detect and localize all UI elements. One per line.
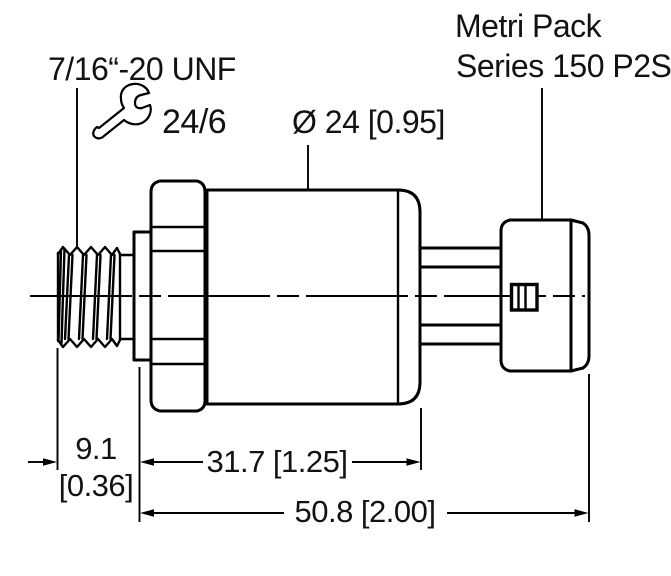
connector-lock-tab [509, 282, 539, 312]
dimension-body-length [140, 458, 421, 466]
diameter-label: Ø 24 [0.95] [292, 104, 445, 140]
stem [418, 246, 503, 346]
shank-edges [118, 253, 136, 341]
metri-pack-connector [499, 218, 591, 373]
connector-housing [499, 218, 573, 373]
sensor-body [205, 188, 422, 406]
body-outline [205, 188, 422, 406]
connector-cap [569, 218, 591, 373]
thread-flank-lines [57, 247, 116, 345]
arrowhead [43, 458, 57, 466]
arrowhead [574, 509, 589, 517]
thread-section [56, 230, 153, 362]
dimension-thread-length [28, 458, 57, 466]
arrowhead [140, 509, 154, 517]
dimension-overall-length [140, 509, 589, 517]
thread-spec-label: 7/16“-20 UNF [48, 51, 236, 87]
connector-label-line2: Series 150 P2S [456, 48, 671, 84]
thread-crest-bottom [56, 337, 122, 349]
hex-outline [149, 179, 207, 413]
wrench-size-label: 24/6 [162, 103, 226, 141]
arrowhead [140, 458, 154, 466]
collar [132, 230, 153, 362]
connector-label-line1: Metri Pack [455, 8, 603, 44]
wrench-icon [92, 82, 152, 140]
connector-lock-tab-ribs [517, 284, 527, 310]
hex-nut [149, 179, 207, 413]
dim-text-thread-length-in: [0.36] [59, 468, 134, 503]
thread-crest-top [56, 245, 122, 257]
dim-text-overall-length: 50.8 [2.00] [294, 494, 435, 529]
dim-text-thread-length-mm: 9.1 [75, 431, 117, 466]
arrowhead [406, 458, 421, 466]
dim-text-body-length: 31.7 [1.25] [206, 444, 347, 479]
